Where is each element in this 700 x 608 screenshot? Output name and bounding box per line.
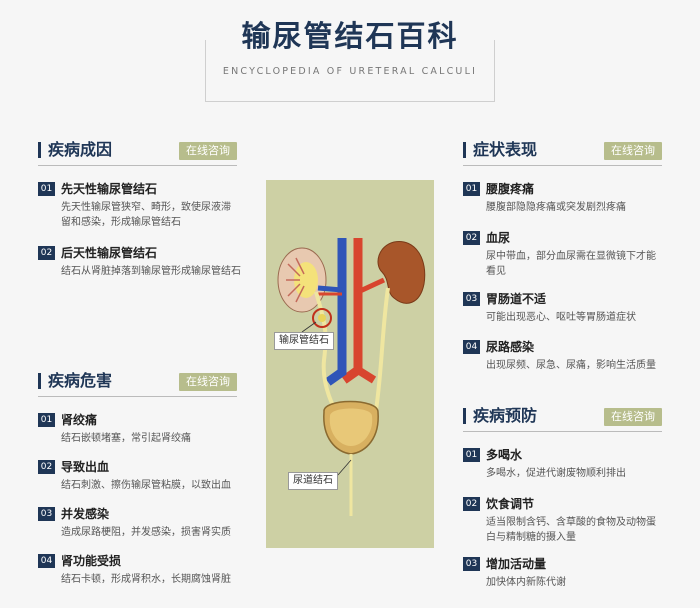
- item-name: 胃肠道不适: [486, 292, 547, 306]
- item-number: 01: [463, 448, 480, 462]
- section-marker: [38, 142, 41, 158]
- urinary-anatomy-image: [277, 238, 426, 516]
- item-name: 肾功能受损: [61, 554, 122, 568]
- item-name: 并发感染: [61, 507, 110, 521]
- item-number: 03: [38, 507, 55, 521]
- page-title: 输尿管结石百科: [241, 19, 459, 53]
- section-marker: [463, 408, 466, 424]
- urinary-system-illustration: 输尿管结石 尿道结石: [266, 180, 434, 548]
- section-marker: [38, 373, 41, 389]
- item-number: 03: [463, 557, 480, 571]
- urethral-stone-label: 尿道结石: [288, 472, 338, 490]
- left-ureter: [314, 291, 338, 412]
- item-desc: 多喝水，促进代谢废物顺利排出: [486, 468, 626, 479]
- item-desc: 结石卡顿，形成肾积水，长期腐蚀肾脏: [61, 574, 231, 585]
- section-title: 疾病危害: [48, 371, 113, 390]
- ureteral-stone-label: 输尿管结石: [274, 332, 334, 350]
- online-consult-button[interactable]: 在线咨询: [179, 142, 237, 160]
- item-number: 01: [38, 182, 55, 196]
- item-desc: 尿中带血，部分血尿需在显微镜下才能看见: [486, 251, 656, 277]
- section-hazards: 疾病危害 在线咨询 01 肾绞痛 结石嵌顿堵塞，常引起肾绞痛 02 导致出血 结…: [38, 369, 237, 594]
- item-desc: 出现尿频、尿急、尿痛，影响生活质量: [486, 360, 656, 371]
- page-subtitle: ENCYCLOPEDIA OF URETERAL CALCULI: [222, 66, 478, 77]
- item-number: 02: [463, 497, 480, 511]
- right-ureter: [374, 287, 390, 411]
- item-desc: 结石刺激、擦伤输尿管粘膜，以致出血: [61, 480, 231, 491]
- section-causes: 疾病成因 在线咨询 01 先天性输尿管结石 先天性输尿管狭窄、畸形，致使尿液滞留…: [38, 138, 241, 288]
- item-number: 02: [463, 231, 480, 245]
- section-header: 疾病危害 在线咨询: [38, 369, 237, 397]
- section-title: 疾病预防: [473, 406, 538, 425]
- item-name: 增加活动量: [486, 557, 547, 571]
- item-name: 血尿: [486, 231, 511, 245]
- item-desc: 腰腹部隐隐疼痛或突发剧烈疼痛: [486, 202, 626, 213]
- item-name: 导致出血: [61, 460, 110, 474]
- section-prevention: 疾病预防 在线咨询 01 多喝水 多喝水，促进代谢废物顺利排出 02 饮食调节 …: [463, 404, 662, 594]
- item-name: 先天性输尿管结石: [61, 182, 158, 196]
- online-consult-button[interactable]: 在线咨询: [604, 142, 662, 160]
- section-header: 症状表现 在线咨询: [463, 138, 662, 166]
- vena-cava-blue: [325, 238, 347, 386]
- item-desc: 可能出现恶心、呕吐等胃肠道症状: [486, 312, 636, 323]
- item-number: 03: [463, 292, 480, 306]
- item-desc: 结石从肾脏掉落到输尿管形成输尿管结石: [61, 266, 241, 277]
- page-header: 输尿管结石百科 ENCYCLOPEDIA OF URETERAL CALCULI: [205, 16, 495, 102]
- ureteral-stone-marker: [312, 308, 332, 328]
- online-consult-button[interactable]: 在线咨询: [604, 408, 662, 426]
- item-number: 02: [38, 246, 55, 260]
- section-marker: [463, 142, 466, 158]
- item-name: 多喝水: [486, 448, 523, 462]
- section-title: 疾病成因: [48, 140, 113, 159]
- section-header: 疾病成因 在线咨询: [38, 138, 237, 166]
- item-desc: 造成尿路梗阻，并发感染，损害肾实质: [61, 527, 231, 538]
- item-desc: 先天性输尿管狭窄、畸形，致使尿液滞留和感染，形成输尿管结石: [61, 202, 231, 228]
- item-name: 饮食调节: [486, 497, 535, 511]
- section-title: 症状表现: [473, 140, 538, 159]
- item-number: 01: [463, 182, 480, 196]
- item-name: 腰腹疼痛: [486, 182, 535, 196]
- item-name: 后天性输尿管结石: [61, 246, 158, 260]
- item-desc: 加快体内新陈代谢: [486, 577, 566, 588]
- section-header: 疾病预防 在线咨询: [463, 404, 662, 432]
- item-number: 01: [38, 413, 55, 427]
- item-name: 肾绞痛: [61, 413, 98, 427]
- item-name: 尿路感染: [486, 340, 535, 354]
- header-frame: [205, 40, 495, 102]
- item-number: 04: [38, 554, 55, 568]
- item-number: 02: [38, 460, 55, 474]
- item-desc: 适当限制含钙、含草酸的食物及动物蛋白与精制糖的摄入量: [486, 517, 656, 543]
- online-consult-button[interactable]: 在线咨询: [179, 373, 237, 391]
- right-kidney: [377, 241, 426, 304]
- item-desc: 结石嵌顿堵塞，常引起肾绞痛: [61, 433, 191, 444]
- item-number: 04: [463, 340, 480, 354]
- section-symptoms: 症状表现 在线咨询 01 腰腹疼痛 腰腹部隐隐疼痛或突发剧烈疼痛 02 血尿 尿…: [463, 138, 662, 378]
